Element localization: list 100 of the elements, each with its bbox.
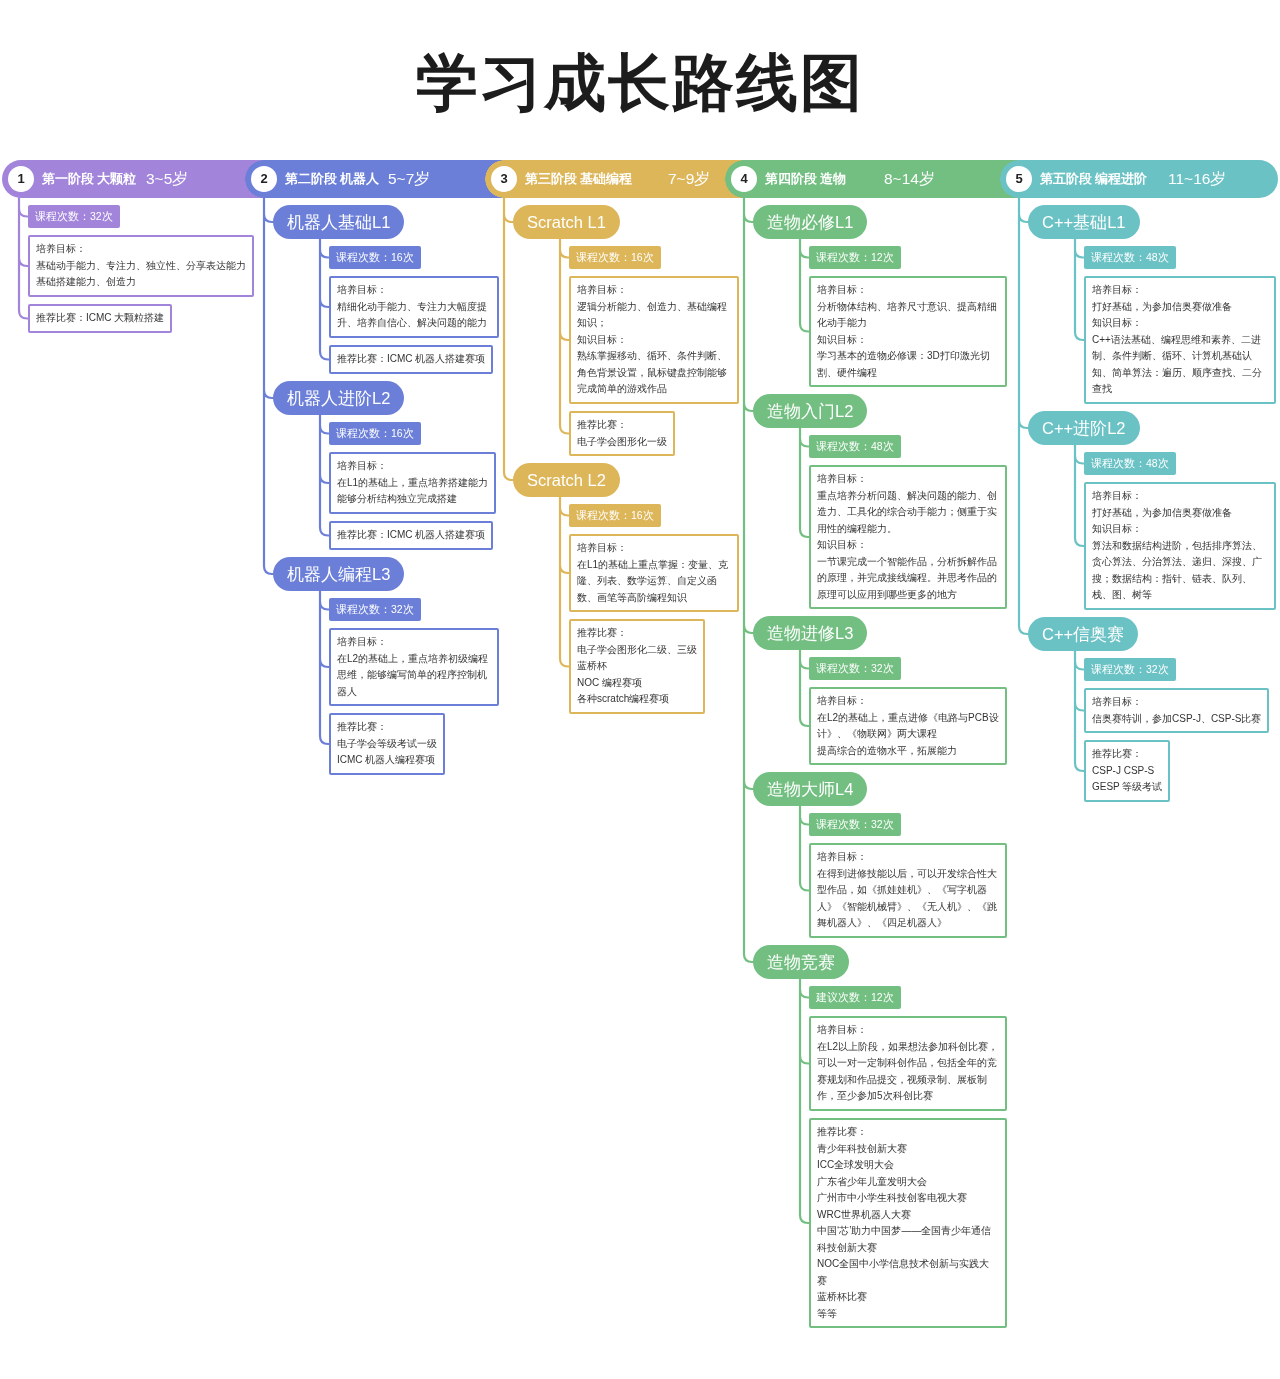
note-text: 推荐比赛： <box>1092 747 1142 761</box>
connector-line <box>798 648 811 728</box>
note-text: 蓝桥杯比赛 <box>817 1290 867 1304</box>
note-card <box>809 843 1007 938</box>
note-text: 培养目标： <box>1092 489 1142 503</box>
stage-title: 第一阶段 大颗粒 <box>42 171 137 188</box>
lesson-count-tag: 建议次数：12次 <box>809 986 901 1009</box>
note-text: 培养目标： <box>337 459 387 473</box>
course-level-node: 机器人基础L1 <box>273 205 405 239</box>
course-level-node: 造物进修L3 <box>753 616 868 650</box>
note-text: 精细化动手能力、专注力大幅度提升、培养自信心、解决问题的能力 <box>337 299 488 330</box>
course-level-node: 造物竞赛 <box>753 945 849 979</box>
note-text: 重点培养分析问题、解决问题的能力、创造力、工具化的综合动手能力；侧重于实用性的编程能力。 <box>817 488 998 536</box>
note-card <box>569 411 675 456</box>
note-text: 推荐比赛： <box>577 626 627 640</box>
note-text: 推荐比赛： <box>337 720 387 734</box>
note-text: 推荐比赛： <box>817 1125 867 1139</box>
lesson-count-tag: 课程次数：32次 <box>28 205 120 228</box>
note-text: 中国‘芯’助力中国梦——全国青少年通信科技创新大赛 <box>817 1224 993 1255</box>
course-level-node: Scratch L1 <box>513 205 620 239</box>
note-text: 分析物体结构、培养尺寸意识、提高精细化动手能力 <box>817 299 998 330</box>
note-text: 基础动手能力、专注力、独立性、分享表达能力 <box>36 258 246 273</box>
connector-line <box>798 977 811 1225</box>
note-text: 等等 <box>817 1306 837 1321</box>
stage-banner <box>2 160 245 198</box>
age-range: 11~16岁 <box>1168 169 1227 189</box>
note-card <box>569 619 705 714</box>
step-number: 4 <box>731 166 757 192</box>
course-level-node: 机器人进阶L2 <box>273 381 405 415</box>
note-card <box>28 235 254 297</box>
note-text: 培养目标： <box>817 694 867 708</box>
note-text: 培养目标： <box>36 242 86 256</box>
note-text: 打好基础，为参加信奥赛做准备 <box>1092 505 1232 520</box>
note-text: WRC世界机器人大赛 <box>817 1207 911 1222</box>
note-text: 学习基本的造物必修课：3D打印激光切割、硬件编程 <box>817 349 991 380</box>
note-text: 推荐比赛： <box>577 418 627 432</box>
stage-title: 第二阶段 机器人 <box>285 171 380 188</box>
course-level-node: 造物必修L1 <box>753 205 868 239</box>
note-text: 广州市中小学生科技创客电视大赛 <box>817 1191 967 1205</box>
note-card <box>1084 276 1276 404</box>
connector-line <box>318 589 331 746</box>
connector-line <box>742 196 755 964</box>
step-number: 2 <box>251 166 277 192</box>
lesson-count-tag: 课程次数：16次 <box>569 246 661 269</box>
note-card <box>809 1016 1007 1111</box>
note-text: 在L1的基础上重点掌握：变量、克隆、列表、数学运算、自定义函数、画笔等高阶编程知识 <box>577 557 730 605</box>
stage-title: 第三阶段 基础编程 <box>525 171 633 188</box>
note-text: NOC全国中小学信息技术创新与实践大赛 <box>817 1257 991 1288</box>
note-text: 青少年科技创新大赛 <box>817 1141 907 1156</box>
age-range: 8~14岁 <box>884 169 935 189</box>
course-level-node: C++基础L1 <box>1028 205 1140 239</box>
note-text: 熟练掌握移动、循环、条件判断、角色背景设置，鼠标键盘控制能够完成简单的游戏作品 <box>577 349 728 396</box>
stage-banner <box>245 160 485 198</box>
step-number: 1 <box>8 166 34 192</box>
note-card <box>329 276 499 338</box>
connector-line <box>798 426 811 539</box>
note-text: 在L2的基础上，重点培养初级编程思维，能够编写简单的程序控制机器人 <box>337 651 490 699</box>
note-card <box>1084 688 1270 733</box>
note-text: 在L1的基础上，重点培养搭建能力 <box>337 475 489 490</box>
note-card <box>1084 482 1276 610</box>
note-card: 推荐比赛：ICMC 机器人搭建赛项 <box>329 521 494 550</box>
course-level-node: 机器人编程L3 <box>273 557 405 591</box>
note-text: 培养目标： <box>1092 695 1142 709</box>
note-text: 在L2以上阶段，如果想法参加科创比赛，可以一对一定制科创作品，包括全年的竞赛规划和作品提交，视频录制、展板制作，至少参加5次科创比赛 <box>817 1039 999 1103</box>
connector-line <box>1073 649 1086 773</box>
lesson-count-tag: 课程次数：16次 <box>569 504 661 527</box>
note-text: 各种scratch编程赛项 <box>577 692 670 706</box>
lesson-count-tag: 课程次数：32次 <box>329 598 421 621</box>
page-title: 学习成长路线图 <box>416 47 864 119</box>
note-text: 培养目标： <box>577 283 627 297</box>
note-text: GESP 等级考试 <box>1092 780 1163 794</box>
stage-banner <box>485 160 725 198</box>
lesson-count-tag: 课程次数：48次 <box>1084 246 1176 269</box>
course-level-node: C++进阶L2 <box>1028 411 1140 445</box>
age-range: 5~7岁 <box>388 169 431 189</box>
note-text: 培养目标： <box>817 283 867 297</box>
note-card <box>809 465 1007 609</box>
note-text: 培养目标： <box>577 541 627 555</box>
note-card <box>329 628 499 706</box>
note-text: 知识目标： <box>817 538 867 552</box>
note-card: 推荐比赛：ICMC 大颗粒搭建 <box>28 304 173 333</box>
connector-line <box>318 237 331 361</box>
connector-line <box>798 237 811 333</box>
note-text: ICMC 机器人编程赛项 <box>337 753 436 767</box>
connector-line <box>17 196 30 320</box>
connector-line <box>558 495 571 668</box>
note-text: 电子学会图形化一级 <box>577 434 667 449</box>
note-text: 培养目标： <box>817 472 867 486</box>
course-level-node: 造物大师L4 <box>753 772 868 806</box>
note-card <box>569 534 739 612</box>
note-text: ICC全球发明大会 <box>817 1158 895 1172</box>
note-text: 算法和数据结构进阶，包括排序算法、贪心算法、分治算法、递归、深搜、广搜；数据结构：指针、链表、队列、栈、图、树等 <box>1092 538 1263 602</box>
note-text: 知识目标： <box>817 332 867 347</box>
note-text: 基础搭建能力、创造力 <box>36 275 136 289</box>
note-text: 电子学会等级考试一级 <box>337 736 437 751</box>
course-level-node: C++信奥赛 <box>1028 617 1139 651</box>
connector-line <box>798 804 811 892</box>
stage-banner <box>1000 160 1278 198</box>
stage-title: 第四阶段 造物 <box>765 171 847 188</box>
note-card <box>809 276 1007 387</box>
